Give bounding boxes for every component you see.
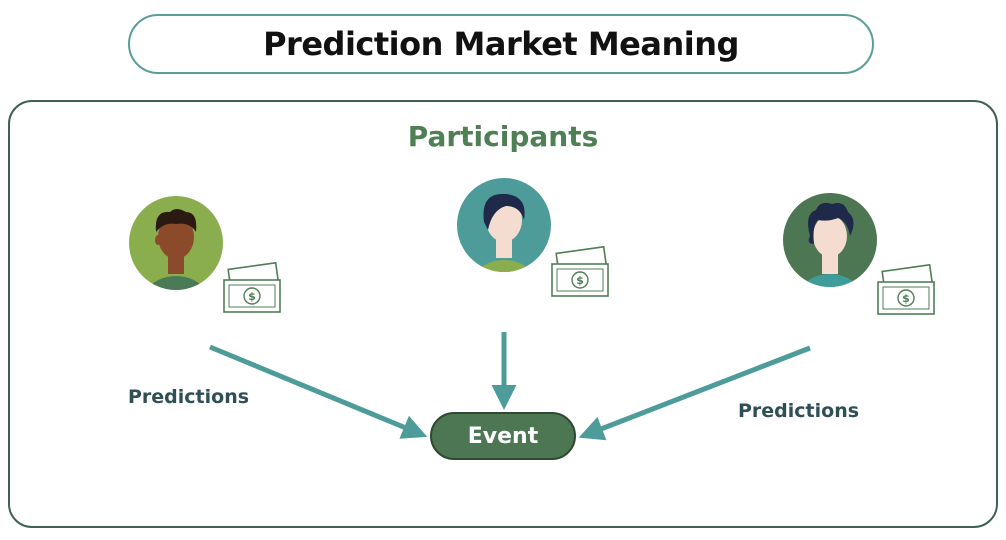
money-bill-icon-left: $ bbox=[223, 261, 281, 313]
event-node: Event bbox=[430, 412, 576, 460]
participant-left-avatar bbox=[129, 196, 223, 290]
participants-heading: Participants bbox=[407, 120, 599, 153]
money-bill-icon-center: $ bbox=[551, 245, 609, 297]
participant-center-avatar bbox=[457, 178, 551, 272]
money-bill-icon-right: $ bbox=[877, 263, 935, 315]
event-label: Event bbox=[467, 423, 539, 449]
page-title: Prediction Market Meaning bbox=[263, 25, 739, 63]
arrow-right-to-event bbox=[578, 345, 811, 441]
predictions-label-left: Predictions bbox=[128, 386, 250, 408]
money-symbol: $ bbox=[248, 290, 256, 303]
diagram-panel bbox=[8, 100, 998, 528]
participant-right-avatar bbox=[783, 193, 877, 287]
money-symbol: $ bbox=[902, 292, 910, 305]
title-box: Prediction Market Meaning bbox=[128, 14, 874, 74]
money-symbol: $ bbox=[576, 274, 584, 287]
predictions-label-right: Predictions bbox=[738, 400, 860, 422]
arrow-left-to-event bbox=[209, 344, 428, 439]
